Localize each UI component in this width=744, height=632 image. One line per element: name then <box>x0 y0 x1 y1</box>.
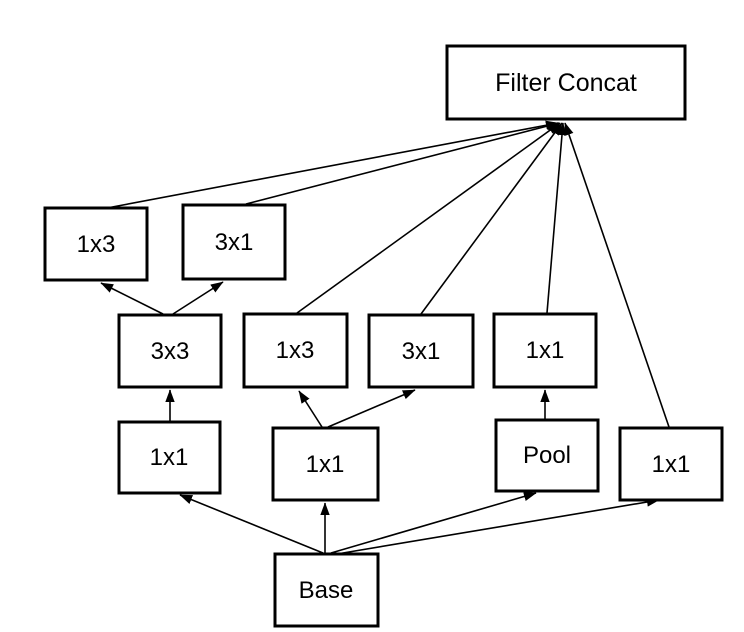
node-box <box>494 418 600 493</box>
node-box <box>43 206 149 282</box>
edge-conv-3x1-lower-to-filter-concat <box>420 122 563 315</box>
node-pool: Pool <box>494 418 600 493</box>
edge-conv-1x1-center-to-conv-3x1-lower <box>327 389 416 428</box>
edge-conv-1x1-above-pool-to-filter-concat <box>546 122 567 314</box>
edge-conv-3x3-to-conv-3x1-upper <box>172 281 224 315</box>
node-conv-1x1-left: 1x1 <box>117 420 222 495</box>
edge-base-to-conv-1x1-left <box>179 494 324 554</box>
node-conv-1x1-right: 1x1 <box>618 426 724 502</box>
node-filter-concat: Filter Concat <box>445 44 687 121</box>
node-label: Pool <box>523 442 571 469</box>
edge-conv-1x1-right-to-filter-concat <box>564 122 670 428</box>
node-label: 3x3 <box>151 338 190 365</box>
node-box <box>492 312 598 389</box>
node-conv-3x1-upper: 3x1 <box>181 203 287 281</box>
node-label: Filter Concat <box>495 69 637 97</box>
node-conv-3x3: 3x3 <box>117 313 223 389</box>
node-conv-1x1-above-pool: 1x1 <box>492 312 598 389</box>
node-conv-1x3-upper: 1x3 <box>43 206 149 282</box>
node-conv-1x1-center: 1x1 <box>271 426 380 502</box>
node-label: 3x1 <box>402 338 441 365</box>
edge-conv-1x1-center-to-conv-1x3-lower <box>298 390 323 428</box>
node-base: Base <box>273 552 380 628</box>
node-box <box>181 203 287 281</box>
node-label: 1x3 <box>77 231 116 258</box>
node-box <box>445 44 687 121</box>
node-label: 3x1 <box>215 229 254 256</box>
node-box <box>618 426 724 502</box>
node-conv-3x1-lower: 3x1 <box>367 313 475 389</box>
node-box <box>273 552 380 628</box>
node-box <box>117 313 223 389</box>
node-box <box>271 426 380 502</box>
node-label: 1x1 <box>150 444 189 471</box>
edge-base-to-conv-1x1-right <box>336 497 660 555</box>
node-label: 1x1 <box>526 337 565 364</box>
node-conv-1x3-lower: 1x3 <box>242 312 349 389</box>
node-label: 1x1 <box>652 451 691 478</box>
edge-conv-1x3-lower-to-filter-concat <box>296 122 561 314</box>
edge-conv-3x3-to-conv-1x3-upper <box>100 282 164 315</box>
edge-conv-3x1-upper-to-filter-concat <box>245 121 560 205</box>
edge-layer <box>100 120 670 555</box>
node-label: Base <box>299 577 354 604</box>
node-label: 1x1 <box>306 451 345 478</box>
node-box <box>367 313 475 389</box>
edge-conv-1x3-upper-to-filter-concat <box>106 120 559 209</box>
node-box <box>117 420 222 495</box>
node-box <box>242 312 349 389</box>
node-label: 1x3 <box>276 337 315 364</box>
edge-base-to-pool <box>330 491 537 554</box>
